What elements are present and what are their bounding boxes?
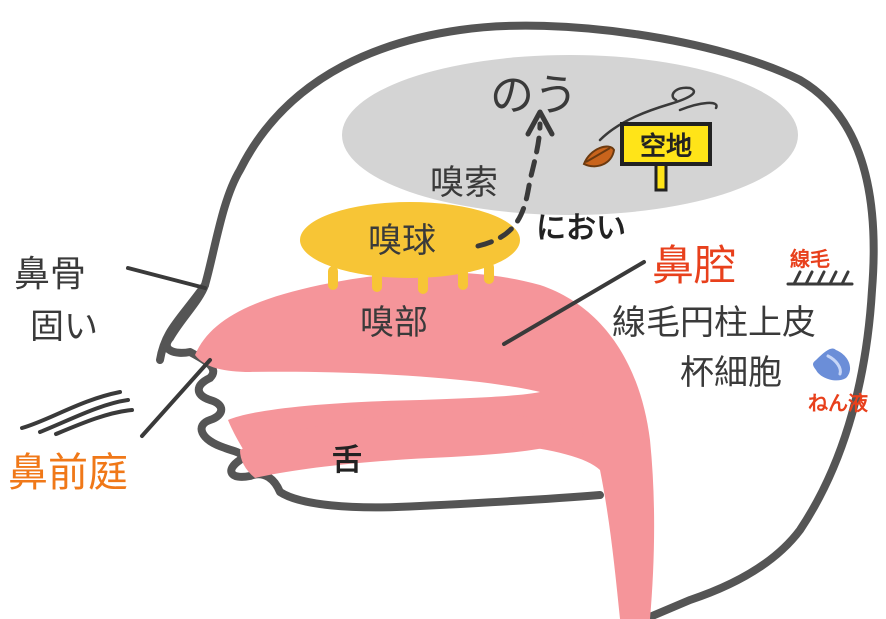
vestibule-line: [140, 358, 212, 438]
mucus-note-label: ねん液: [808, 391, 869, 415]
face-profile: [162, 281, 604, 512]
nasal-cavity-label: 鼻腔: [652, 241, 736, 290]
smell-label: におい: [536, 211, 626, 246]
cilia-note-label: 線毛: [790, 247, 830, 271]
mucus-drop-icon: [813, 348, 851, 381]
olfactory-bulb-label: 嗅球: [368, 221, 436, 261]
arrowhead-icon: [525, 109, 555, 137]
brain-label: のう: [490, 70, 578, 121]
tongue-label: 舌: [332, 443, 362, 478]
cilia-icon: [786, 270, 854, 286]
sign-text: 空地: [640, 131, 692, 162]
smell-path-arrow: [475, 121, 543, 249]
hair-icon: [20, 390, 134, 436]
head-outline: [156, 21, 878, 619]
leaf-icon: [582, 145, 616, 168]
nasal-cavity-region: [195, 272, 655, 619]
epithelium-label: 線毛円柱上皮: [612, 303, 816, 343]
goblet-cells-label: 杯細胞: [680, 353, 782, 393]
brain: [342, 55, 798, 215]
vestibule-label: 鼻前庭: [8, 450, 128, 496]
signboard-icon: 空地: [620, 122, 712, 192]
wind-swirl: [598, 86, 718, 142]
olfactory-tract-label: 嗅索: [430, 163, 498, 203]
nasal-bone-line: [126, 266, 207, 290]
hard-label: 固い: [30, 307, 98, 347]
olfactory-region-label: 嗅部: [360, 303, 428, 343]
nasal-bone-label: 鼻骨: [14, 254, 86, 295]
nasal-cavity-line: [502, 260, 646, 346]
olfactory-bulb: [300, 202, 520, 294]
tongue-shape: [240, 411, 585, 478]
